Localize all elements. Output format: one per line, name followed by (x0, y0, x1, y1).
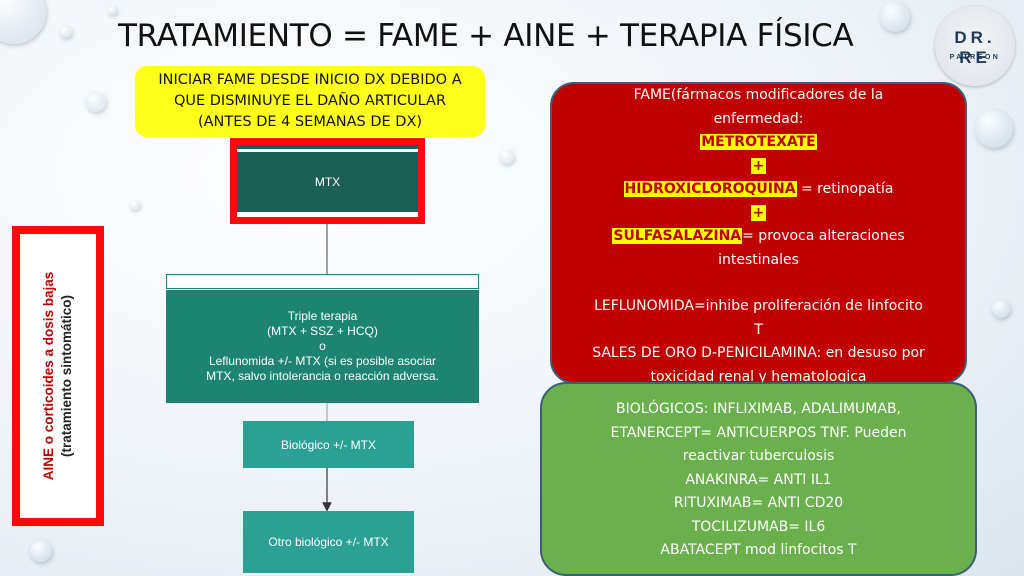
mtx-label: MTX (314, 175, 341, 189)
biologics-line: ANAKINRA= ANTI IL1 (685, 471, 832, 488)
fame-sales-oro-2: toxicidad renal y hematologica (650, 368, 867, 385)
water-drop-decoration (30, 540, 52, 562)
biologics-line: reactivar tuberculosis (682, 448, 835, 464)
fame-sulfasalazina: SULFASALAZINA (612, 228, 743, 244)
fame-heading2: enfermedad: (713, 110, 804, 127)
water-drop-decoration (86, 92, 106, 112)
start-fame-note: INICIAR FAME DESDE INICIO DX DEBIDO A QU… (135, 66, 485, 137)
fame-leflunomida: LEFLUNOMIDA=inhibe proliferación de linf… (594, 298, 923, 314)
slide-title: TRATAMIENTO = FAME + AINE + TERAPIA FÍSI… (118, 18, 854, 54)
biologic-box: Biológico +/- MTX (243, 421, 414, 468)
water-drop-decoration (880, 2, 910, 32)
biologics-box: BIOLÓGICOS: INFLIXIMAB, ADALIMUMAB, ETAN… (540, 382, 977, 576)
other-biologic-label: Otro biológico +/- MTX (268, 535, 389, 549)
fame-metotrexate: METROTEXATE (700, 134, 817, 150)
triple-therapy-header (166, 274, 479, 289)
triple-therapy-text: Triple terapia (MTX + SSZ + HCQ) o Leflu… (206, 309, 439, 383)
water-drop-decoration (108, 6, 117, 15)
fame-plus-2: + (750, 204, 767, 221)
fame-hidroxicloroquina: HIDROXICLOROQUINA (623, 181, 797, 197)
water-drop-decoration (60, 26, 72, 38)
aine-line2: (tratamiento sintomático) (59, 295, 74, 458)
water-drop-decoration (992, 300, 1010, 318)
biologics-line: RITUXIMAB= ANTI CD20 (673, 495, 844, 511)
water-drop-decoration (975, 110, 1013, 148)
logo-subtitle: PATREON (949, 54, 1001, 61)
aine-line1: AINE o corticoides a dosis bajas (41, 271, 56, 481)
fame-sulfa-note: = provoca alteraciones (742, 228, 905, 244)
mtx-top-bar (237, 145, 418, 149)
water-drop-decoration (500, 150, 514, 164)
triple-therapy-box: Triple terapia (MTX + SSZ + HCQ) o Leflu… (166, 290, 479, 403)
biologics-line: BIOLÓGICOS: INFLIXIMAB, ADALIMUMAB, (615, 401, 902, 417)
water-drop-decoration (130, 200, 140, 210)
aine-frame (12, 226, 104, 526)
biologic-label: Biológico +/- MTX (280, 437, 377, 452)
biologics-line: ETANERCEPT= ANTICUERPOS TNF. Pueden (610, 424, 907, 441)
mtx-box: MTX (237, 152, 418, 212)
fame-box: FAME(fármacos modificadores de la enferm… (550, 82, 967, 385)
biologics-line: ABATACEPT mod linfocitos T (660, 542, 857, 558)
fame-hidroxi-note: = retinopatía (796, 181, 894, 197)
start-fame-note-text: INICIAR FAME DESDE INICIO DX DEBIDO A QU… (158, 72, 462, 130)
aine-vertical-text: AINE o corticoides a dosis bajas (tratam… (40, 231, 76, 521)
biologics-line: TOCILIZUMAB= IL6 (691, 518, 826, 535)
fame-leflunomida-2: T (754, 321, 763, 338)
water-drop-decoration (0, 0, 46, 44)
fame-sales-oro: SALES DE ORO D-PENICILAMINA: en desuso p… (592, 345, 925, 361)
fame-plus-1: + (750, 157, 767, 174)
fame-heading1: FAME(fármacos modificadores de la (633, 87, 884, 103)
fame-sulfa-note2: intestinales (718, 251, 799, 268)
fame-spacer (552, 272, 965, 295)
logo-name: DR. RE (954, 28, 996, 67)
dr-re-logo: DR. RE PATREON (935, 6, 1015, 86)
other-biologic-box: Otro biológico +/- MTX (243, 511, 414, 573)
